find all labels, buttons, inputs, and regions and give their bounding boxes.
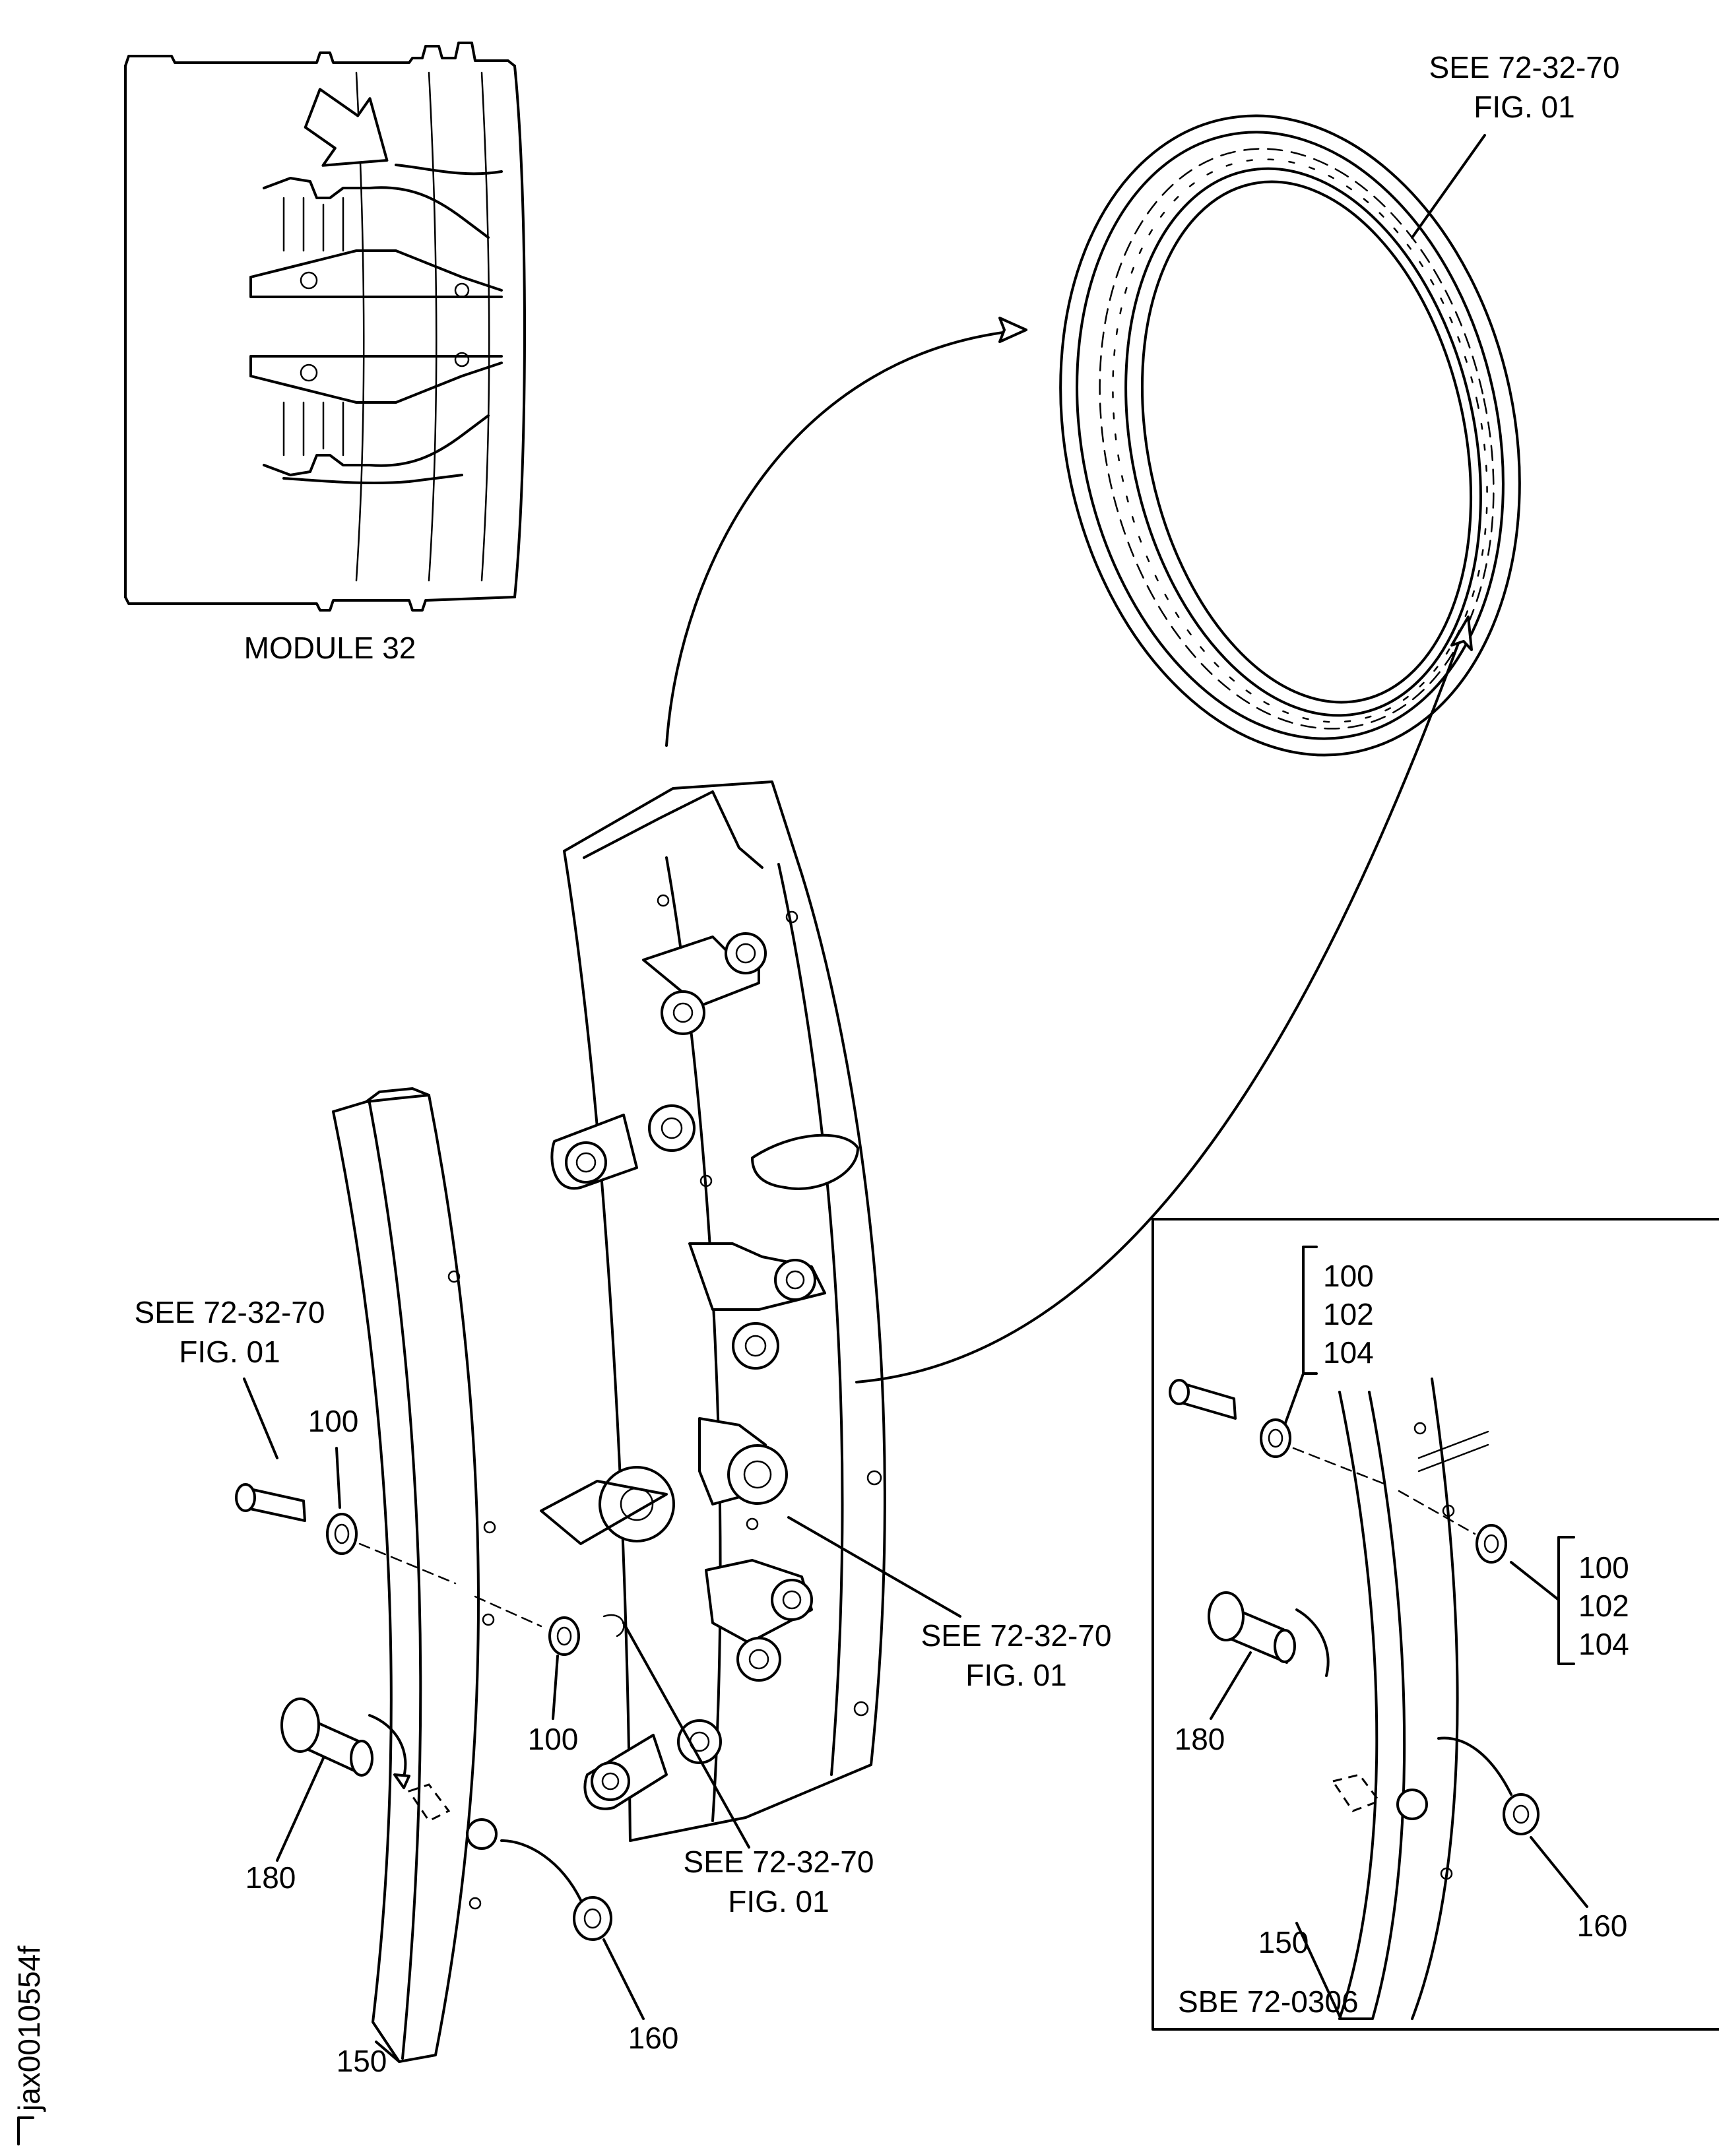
- inset-group-top-0: 100: [1323, 1259, 1374, 1293]
- bushing-upper-left: [235, 1483, 625, 1656]
- connector-arc-upper: [665, 329, 1027, 747]
- ref-left-line2: FIG. 01: [179, 1335, 280, 1369]
- module-32-section: MODULE 32: [124, 42, 526, 665]
- item-100-top: 100: [308, 1404, 359, 1438]
- ref-mid-line1: SEE 72-32-70: [921, 1618, 1112, 1653]
- inset-group-right-2: 104: [1578, 1627, 1629, 1661]
- inset-group-right-0: 100: [1578, 1550, 1629, 1585]
- figure-id-corner-mark: [17, 2116, 34, 2145]
- ref-left-line1: SEE 72-32-70: [135, 1295, 325, 1329]
- figure-id: jax0010554f: [12, 1946, 46, 2112]
- item-160: 160: [628, 2021, 679, 2055]
- ring-ref-line1: SEE 72-32-70: [1429, 50, 1620, 84]
- inset-sbe: 100 102 104 100 102 104 180 1: [1151, 1218, 1719, 2031]
- ring-ref-line2: FIG. 01: [1474, 90, 1574, 124]
- module-32-label: MODULE 32: [244, 631, 416, 665]
- bolt-180: [280, 1697, 410, 1789]
- connector-arc-lower: [855, 642, 1460, 1383]
- connector-arrowhead: [998, 317, 1027, 343]
- ring-ref-leader: [1411, 134, 1486, 239]
- item-100-bottom: 100: [528, 1722, 579, 1756]
- inset-frame: [1151, 1218, 1719, 2031]
- inset-group-top-2: 104: [1323, 1335, 1374, 1370]
- item-150: 150: [337, 2044, 387, 2078]
- vane-lever-150: [332, 1087, 498, 2063]
- nut-160: [573, 1896, 612, 1941]
- vsv-actuation-ring: SEE 72-32-70 FIG. 01: [1059, 50, 1620, 757]
- item-180: 180: [245, 1860, 296, 1895]
- inset-group-right-1: 102: [1578, 1589, 1629, 1623]
- inset-item-180: 180: [1175, 1722, 1225, 1756]
- ref-bottom-line1: SEE 72-32-70: [684, 1845, 874, 1879]
- inset-item-160: 160: [1577, 1909, 1628, 1943]
- ref-bottom-line2: FIG. 01: [728, 1884, 829, 1918]
- inset-group-top-1: 102: [1323, 1297, 1374, 1331]
- ref-mid-line2: FIG. 01: [965, 1658, 1066, 1692]
- lever-arm-assembly: [540, 780, 886, 1842]
- inset-caption: SBE 72-0306: [1178, 1984, 1359, 2019]
